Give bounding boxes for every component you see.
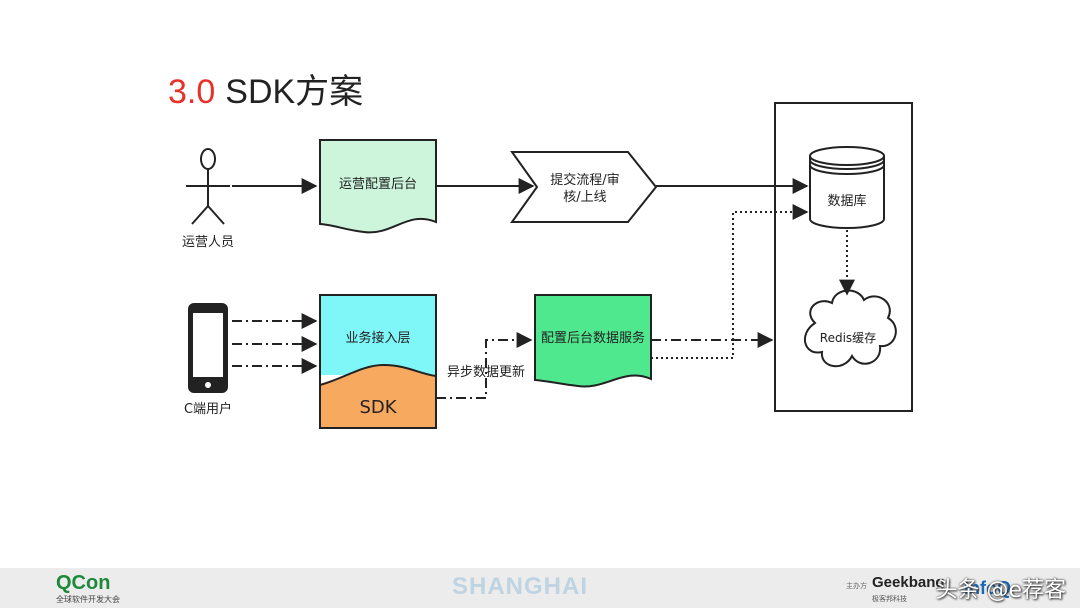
sdk-to-service-arrow [436,332,533,399]
access-sdk-border [319,294,437,429]
client-label: C端用户 [184,401,232,417]
watermark: 头条 @e荐客 [935,578,1066,603]
geekbang-logo: Geekbang [872,574,945,591]
footer-bar: QCon 全球软件开发大会 SHANGHAI 主办方 Geekbang 极客邦科… [0,568,1080,608]
ops-person-label: 运营人员 [182,235,234,250]
qcon-subtitle: 全球软件开发大会 [56,595,120,604]
review-process-shape [510,151,658,223]
database-label: 数据库 [827,193,866,209]
geekbang-subtitle: 极客邦科技 [872,595,907,603]
access-layer-box [320,295,436,375]
access-layer-label: 业务接入层 [345,330,410,346]
title-text: SDK方案 [225,73,364,111]
infoq-logo: InfoQ [964,578,1011,598]
config-service-label: 配置后台数据服务 [541,330,645,346]
architecture-diagram: 运营人员 运营配置后台 提交流程/审 核/上线 数据库 Redis缓存 C端用户… [182,102,913,429]
database-icon [809,146,885,229]
ops-backend-box [319,139,437,234]
title-number: 3.0 [168,73,216,111]
redis-label: Redis缓存 [820,331,876,345]
sdk-label: SDK [359,397,397,418]
ops-person-icon [186,148,230,225]
access-sdk-divider [319,363,437,386]
smartphone-icon [188,303,228,393]
qcon-logo: QCon [56,572,111,594]
redis-cloud-icon [804,289,897,367]
ops-backend-label: 运营配置后台 [339,177,417,192]
sponsor-label: 主办方 [846,582,867,590]
config-service-box [534,294,652,388]
service-to-database-arrow [651,204,809,359]
review-label-line2: 核/上线 [563,190,606,205]
city-label: SHANGHAI [452,573,589,600]
review-label-line1: 提交流程/审 [550,172,619,188]
sdk-box [320,365,436,428]
